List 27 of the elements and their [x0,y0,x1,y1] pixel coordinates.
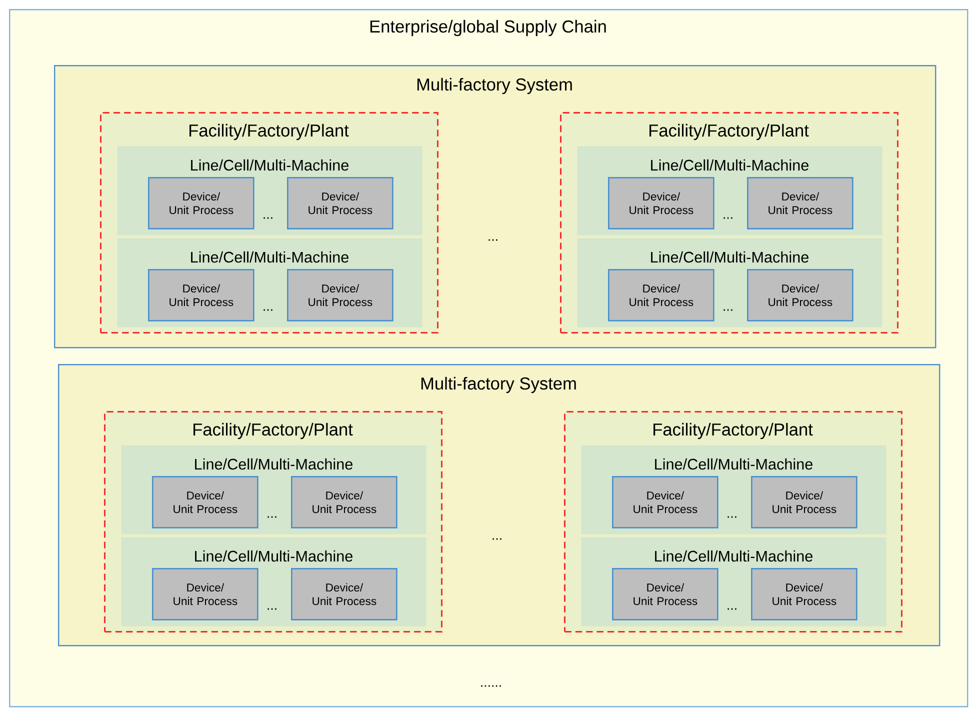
device-box: Device/ Unit Process [612,568,718,620]
ellipsis: ... [492,538,502,540]
device-box: Device/ Unit Process [152,568,258,620]
device-box: Device/ Unit Process [608,177,714,230]
device-box: Device/ Unit Process [608,269,714,322]
device-box: Device/ Unit Process [291,476,398,528]
device-box: Device/ Unit Process [148,177,254,230]
ellipsis: ... [728,516,736,518]
device-box: Device/ Unit Process [152,476,258,528]
device-box: Device/ Unit Process [751,476,858,528]
device-box: Device/ Unit Process [287,269,394,322]
ellipsis: ... [488,239,498,241]
device-box: Device/ Unit Process [291,568,398,620]
device-box: Device/ Unit Process [747,269,854,322]
device-box: Device/ Unit Process [751,568,858,620]
device-box: Device/ Unit Process [287,177,394,230]
device-box: Device/ Unit Process [148,269,254,322]
ellipsis: ... [728,608,736,610]
ellipsis: ... [264,217,272,219]
ellipsis: ...... [481,685,501,687]
device-box: Device/ Unit Process [612,476,718,528]
device-box: Device/ Unit Process [747,177,854,230]
ellipsis: ... [268,608,276,610]
ellipsis: ... [264,309,272,311]
ellipsis: ... [268,516,276,518]
ellipsis: ... [724,309,732,311]
ellipsis: ... [724,217,732,219]
